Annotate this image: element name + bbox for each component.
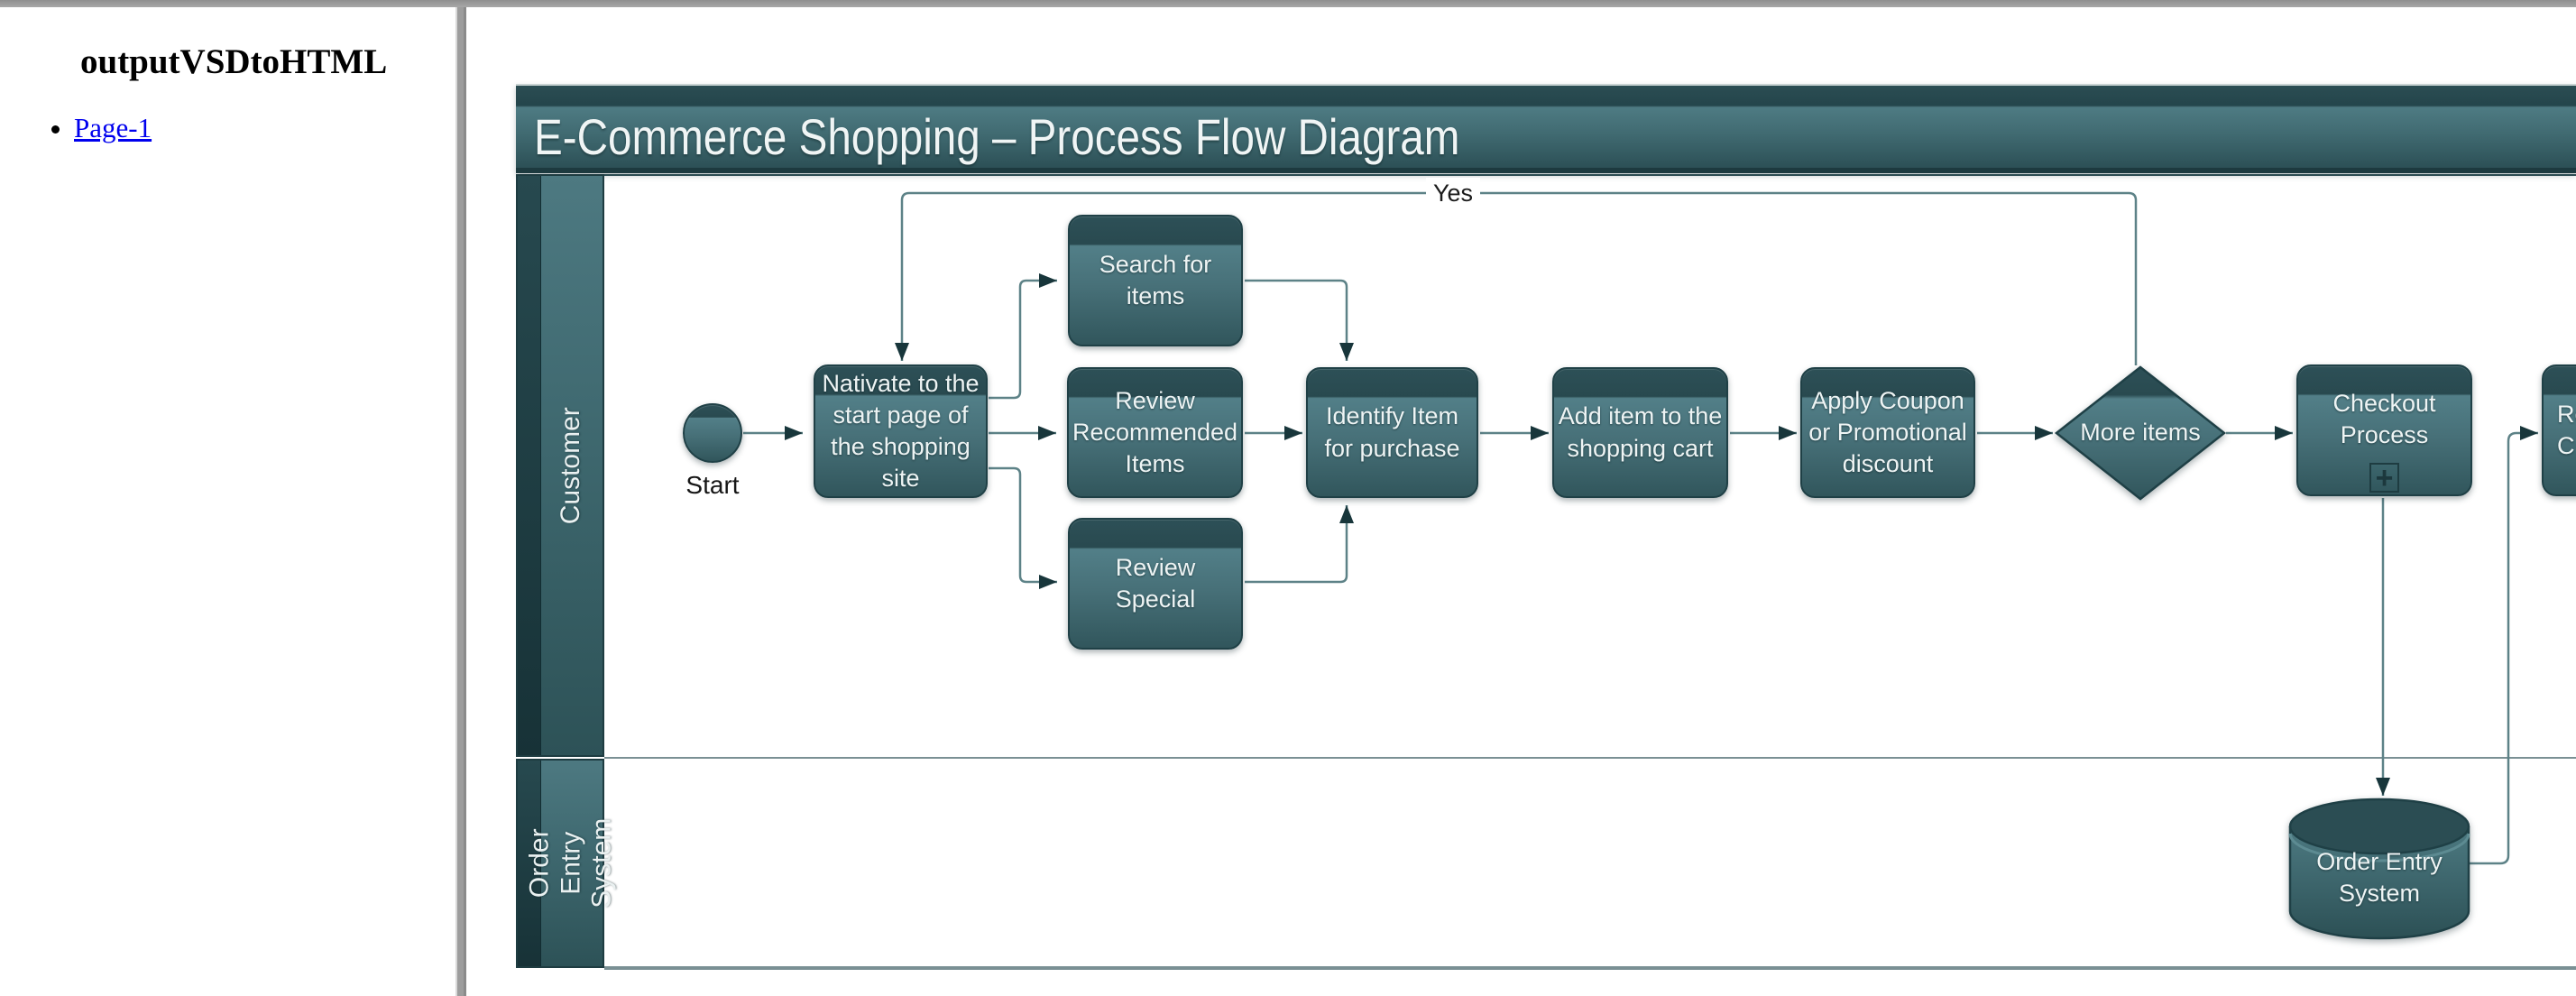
node-receive-clipped: Re C — [2542, 364, 2576, 496]
pool-top-border — [604, 174, 2576, 176]
page-list-item: Page-1 — [74, 112, 152, 144]
order-entry-db-cylinder — [2288, 798, 2470, 940]
node-navigate: Nativate to the start page of the shoppi… — [814, 364, 988, 498]
connector-navigate-to-search — [989, 273, 1057, 400]
node-search-items: Search for items — [1068, 215, 1243, 346]
lane-label-wrap: Customer — [540, 176, 603, 755]
more-items-diamond — [2054, 365, 2227, 501]
node-add-to-cart: Add item to the shopping cart — [1552, 367, 1728, 498]
lane-label-customer: Customer — [556, 406, 586, 525]
window-top-border — [0, 0, 2576, 7]
lane-header-customer: Customer — [516, 174, 604, 757]
connector-review-special-to-identify — [1245, 505, 1354, 584]
connector-navigate-to-review-special — [989, 466, 1057, 589]
subprocess-plus-icon: + — [2369, 463, 2399, 493]
pages-sidebar: outputVSDtoHTML Page-1 — [0, 7, 454, 996]
order-entry-db-label: Order Entry System — [2316, 847, 2443, 907]
sidebar-title: outputVSDtoHTML — [80, 42, 388, 81]
diagram-title: E-Commerce Shopping – Process Flow Diagr… — [534, 108, 1460, 165]
connector-order-entry-db-to-receive — [2469, 426, 2538, 865]
lane-separator — [604, 757, 2576, 759]
lane-header-order-entry-system: Order Entry System — [516, 759, 617, 968]
start-node-label: Start — [685, 471, 740, 499]
node-apply-coupon: Apply Coupon or Promotional discount — [1800, 367, 1975, 498]
frame-divider[interactable] — [454, 7, 466, 996]
page-1-link[interactable]: Page-1 — [74, 112, 152, 143]
yes-edge-label: Yes — [1426, 178, 1481, 208]
lane-label-wrap: Order Entry System — [525, 761, 617, 966]
page-list: Page-1 — [45, 112, 152, 144]
pool-bottom-border — [604, 966, 2576, 970]
lane-label-order-entry-system: Order Entry System — [524, 817, 617, 909]
node-review-special: Review Special — [1068, 518, 1243, 650]
node-review-recommended: Review Recommended Items — [1067, 367, 1243, 498]
more-items-label: More items — [2080, 419, 2201, 447]
connector-search-to-identify — [1245, 279, 1354, 361]
start-node — [683, 403, 742, 463]
node-identify-item: Identify Item for purchase — [1306, 367, 1478, 498]
diagram-title-band: E-Commerce Shopping – Process Flow Diagr… — [516, 84, 2576, 173]
